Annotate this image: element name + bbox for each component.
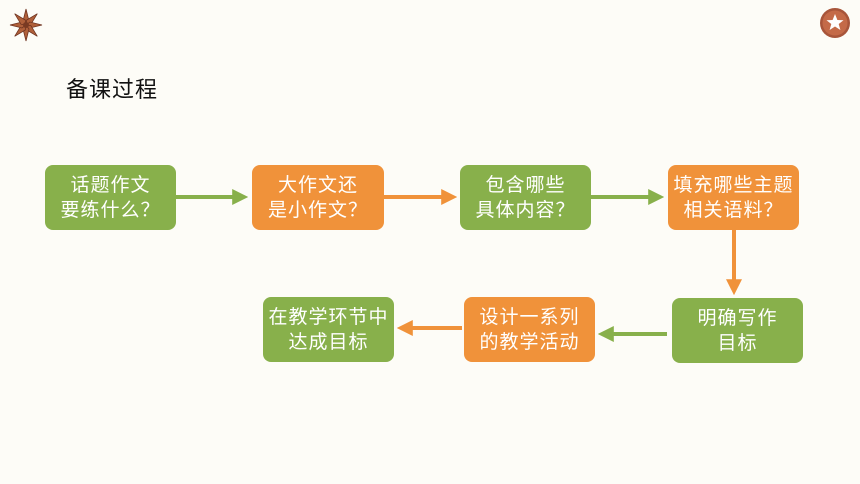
flow-box-2-line-2: 是小作文？ <box>267 198 368 221</box>
flow-box-5-line-2: 目标 <box>717 331 758 354</box>
flow-box-7: 在教学环节中 达成目标 <box>263 297 394 362</box>
flow-box-5: 明确写作 目标 <box>672 298 803 363</box>
flow-box-7-line-2: 达成目标 <box>288 330 369 353</box>
flow-box-4-line-2: 相关语料？ <box>683 198 784 221</box>
flow-box-4-line-1: 填充哪些主题 <box>673 173 794 196</box>
star-anise-icon <box>9 8 43 42</box>
flow-box-3: 包含哪些 具体内容？ <box>460 165 591 230</box>
flow-box-4: 填充哪些主题 相关语料？ <box>668 165 799 230</box>
flow-box-3-line-2: 具体内容？ <box>475 198 576 221</box>
flow-box-5-line-1: 明确写作 <box>697 306 778 329</box>
flow-box-1: 话题作文 要练什么？ <box>45 165 176 230</box>
flow-box-6-line-2: 的教学活动 <box>479 330 580 353</box>
flow-box-2: 大作文还 是小作文？ <box>252 165 384 230</box>
flow-box-6-line-1: 设计一系列 <box>479 305 580 328</box>
flow-box-7-line-1: 在教学环节中 <box>268 305 389 328</box>
flow-box-6: 设计一系列 的教学活动 <box>464 297 595 362</box>
flow-box-1-line-2: 要练什么？ <box>60 198 161 221</box>
star-badge-icon <box>820 8 850 38</box>
flow-box-3-line-1: 包含哪些 <box>485 173 566 196</box>
flow-box-1-line-1: 话题作文 <box>70 173 151 196</box>
page-title: 备课过程 <box>66 78 159 103</box>
flow-box-2-line-1: 大作文还 <box>277 173 358 196</box>
